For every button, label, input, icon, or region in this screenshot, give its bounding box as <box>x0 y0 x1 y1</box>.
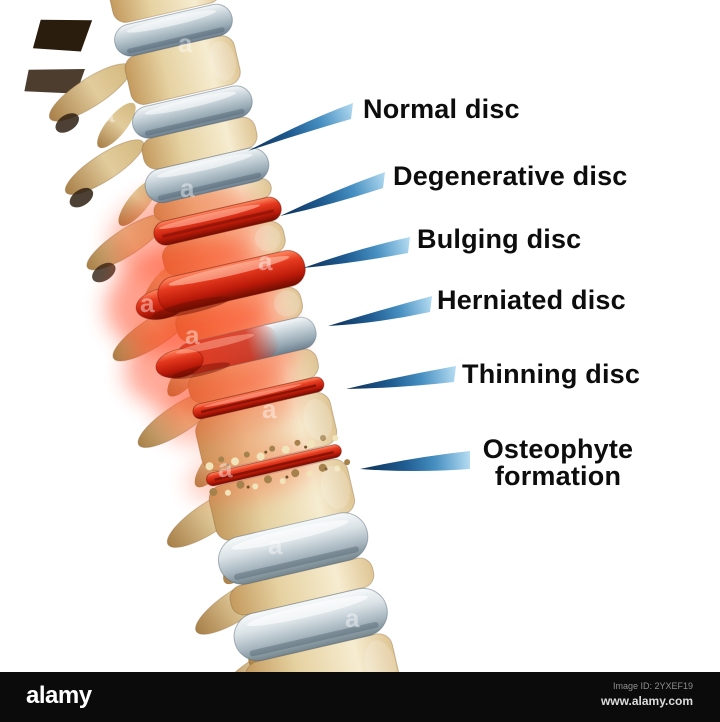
bone-highlights <box>209 41 397 692</box>
disc-thinning <box>192 376 325 420</box>
spinous-process-dark <box>24 19 93 94</box>
pointer-normal-disc <box>248 103 353 151</box>
disc-normal-lower-2 <box>233 587 388 662</box>
label-normal-disc: Normal disc <box>363 94 520 124</box>
label-osteophyte-line2: formation <box>494 461 622 491</box>
label-herniated-disc: Herniated disc <box>437 285 626 315</box>
pointer-herniated-disc <box>328 296 432 326</box>
pointer-osteophyte-formation <box>360 451 470 471</box>
pointer-bulging-disc <box>303 237 410 268</box>
disc-bulging <box>135 250 306 321</box>
alamy-logo: alamy <box>26 682 92 709</box>
label-bulging-disc: Bulging disc <box>417 224 582 254</box>
image-id-text: Image ID: 2YXEF19 <box>612 681 693 691</box>
disc-normal-labeled <box>144 147 270 204</box>
vertebral-column <box>24 0 403 722</box>
alamy-url-text: www.alamy.com <box>600 694 693 708</box>
disc-normal-lower-1 <box>217 512 369 585</box>
label-thinning-disc: Thinning disc <box>462 359 641 389</box>
disc-normal-top <box>114 3 233 57</box>
label-degenerative-disc: Degenerative disc <box>393 161 628 191</box>
disc-herniated <box>155 316 317 380</box>
pointer-wedges <box>248 103 470 471</box>
label-osteophyte-formation: Osteophyte formation <box>447 436 669 490</box>
watermark-footer-bar: alamy Image ID: 2YXEF19 www.alamy.com <box>0 672 720 722</box>
label-osteophyte-line1: Osteophyte <box>482 434 634 464</box>
pointer-thinning-disc <box>346 366 456 389</box>
footer-meta: Image ID: 2YXEF19 www.alamy.com <box>600 681 693 708</box>
osteophyte-spurs <box>205 434 351 497</box>
osteophyte-formation-zone <box>205 434 351 497</box>
disc-normal-2 <box>132 85 253 139</box>
disc-degenerative <box>153 196 282 246</box>
pointer-degenerative-disc <box>280 172 385 216</box>
